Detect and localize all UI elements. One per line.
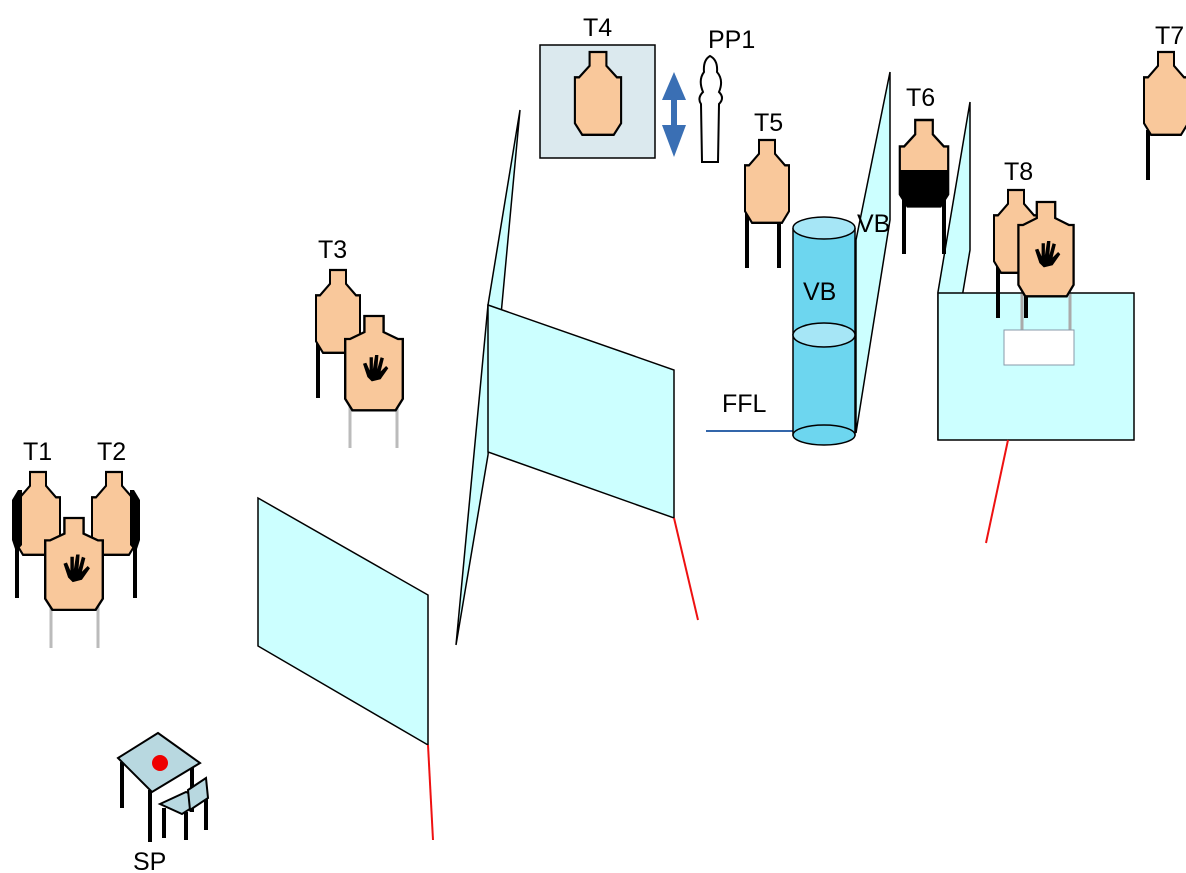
t4-label: T4: [583, 14, 612, 42]
t5-label: T5: [754, 109, 783, 137]
wall-left: [257, 496, 429, 747]
target-t2: [90, 470, 140, 598]
target-t8: [992, 188, 1075, 366]
wall-right-thin-a: [855, 71, 891, 434]
double-arrow-icon: [662, 72, 686, 157]
fault-lines: [427, 439, 1009, 841]
popper-icon: [698, 54, 723, 163]
target-t7: [1142, 50, 1186, 180]
t2-label: T2: [97, 438, 126, 466]
vb-upper-label: VB: [857, 210, 890, 238]
wall-center-diagonal: [455, 109, 675, 646]
wall-right-box: [937, 292, 1135, 441]
ffl-label: FFL: [722, 390, 767, 418]
t6-label: T6: [906, 84, 935, 112]
no-shoot-t1-t2: [43, 516, 105, 648]
t3-label: T3: [318, 236, 347, 264]
t1-label: T1: [23, 438, 52, 466]
t7-label: T7: [1155, 22, 1184, 50]
t8-label: T8: [1004, 158, 1033, 186]
t4-mover-frame: [539, 44, 656, 159]
pp1-label: PP1: [708, 26, 755, 54]
target-t1: [12, 470, 62, 598]
target-t5: [743, 138, 791, 268]
sp-label: SP: [133, 848, 166, 873]
barrel-stack: [792, 216, 856, 446]
target-t3: [314, 268, 404, 448]
table-icon: [116, 731, 210, 842]
vb-barrel-label: VB: [803, 278, 836, 306]
target-t6: [898, 118, 950, 254]
